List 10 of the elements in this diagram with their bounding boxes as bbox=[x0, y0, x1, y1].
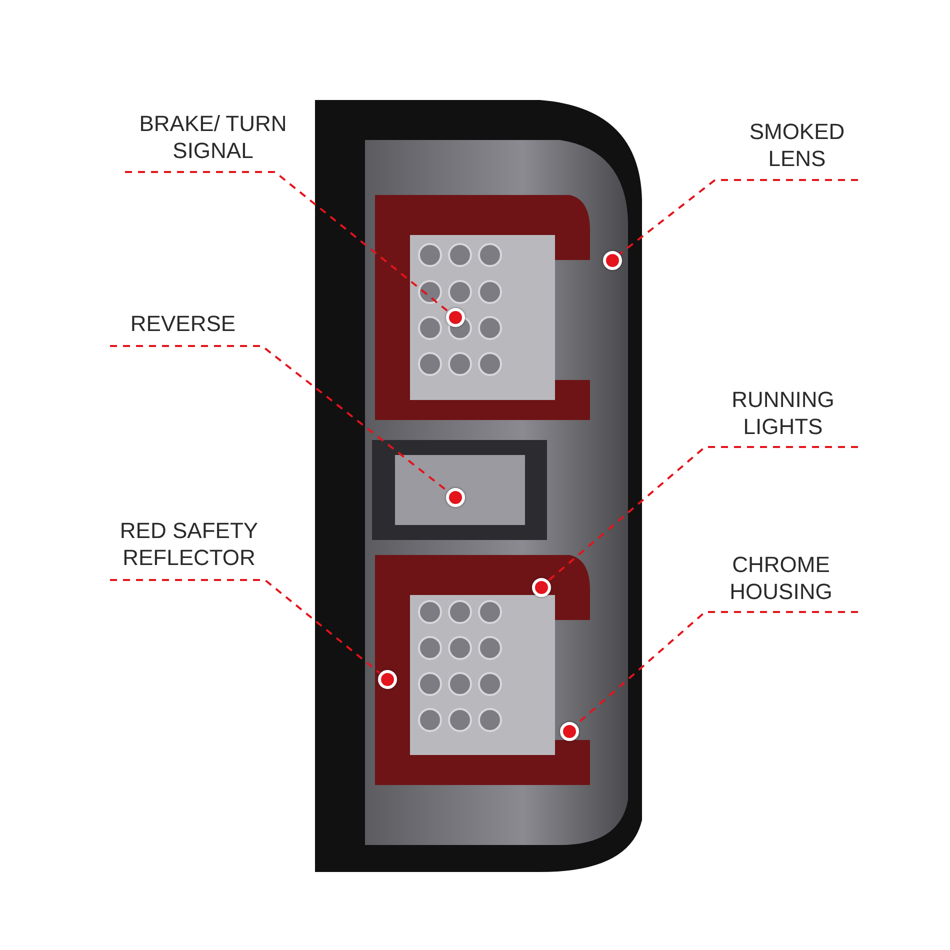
callout-label: BRAKE/ TURN SIGNAL bbox=[137, 110, 289, 164]
callout-label: SMOKED LENS bbox=[741, 118, 853, 172]
callout-label: RED SAFETY REFLECTOR bbox=[115, 517, 263, 571]
leader-line bbox=[110, 345, 448, 492]
leader-line bbox=[618, 179, 858, 255]
leader-line bbox=[125, 171, 448, 312]
callout-label: CHROME HOUSING bbox=[722, 551, 840, 605]
callout-label: REVERSE bbox=[118, 310, 248, 337]
leader-line bbox=[548, 446, 858, 582]
callout-label: RUNNING LIGHTS bbox=[722, 386, 844, 440]
